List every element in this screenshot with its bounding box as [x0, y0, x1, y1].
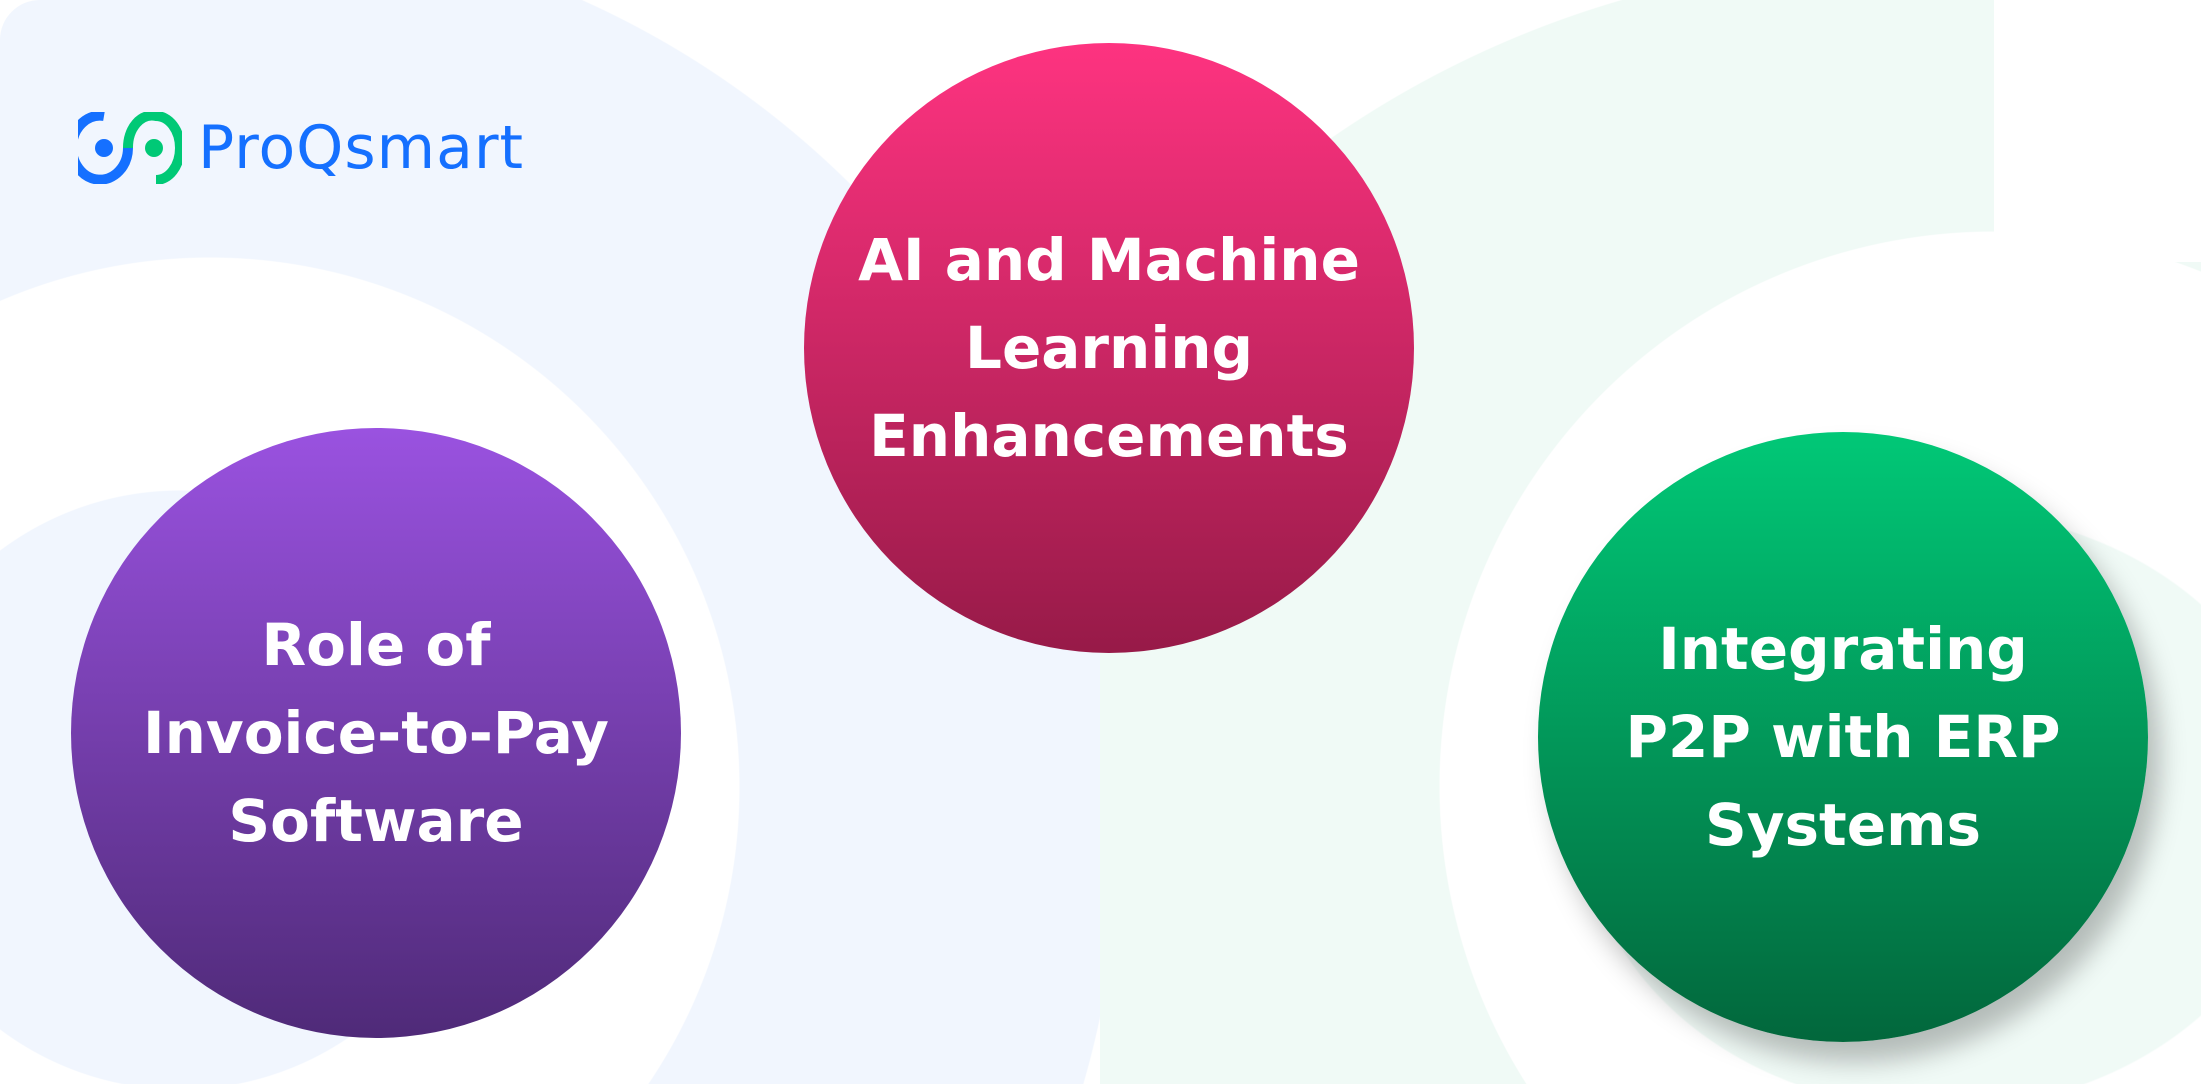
topic-circle-ai-ml: AI and Machine Learning Enhancements — [804, 43, 1414, 653]
topic-circle-p2p-erp: Integrating P2P with ERP Systems — [1538, 432, 2148, 1042]
brand-logo: ProQsmart — [78, 110, 524, 186]
topic-label: Integrating P2P with ERP Systems — [1625, 615, 2061, 859]
topic-circle-invoice-to-pay: Role of Invoice-to-Pay Software — [71, 428, 681, 1038]
proqsmart-logo-icon — [78, 112, 182, 184]
brand-name: ProQsmart — [198, 113, 525, 183]
topic-label: AI and Machine Learning Enhancements — [858, 226, 1360, 470]
topic-label: Role of Invoice-to-Pay Software — [143, 611, 609, 855]
